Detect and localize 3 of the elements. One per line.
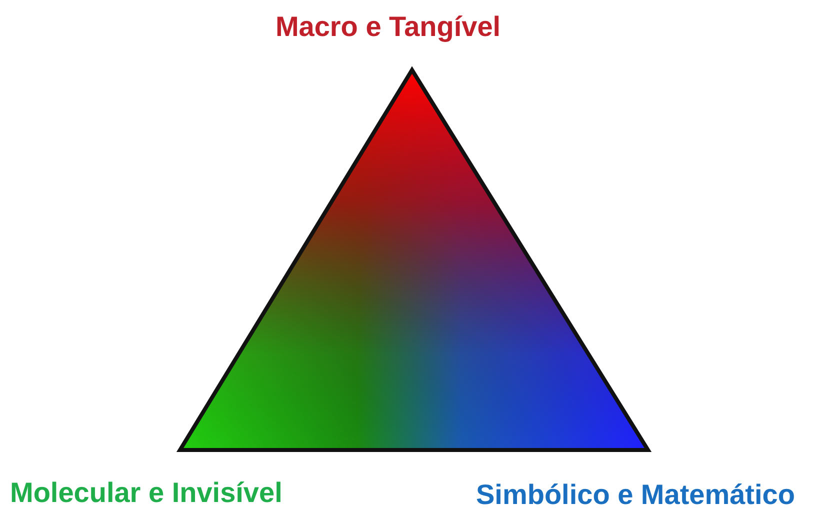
vertex-label: Simbólico e Matemático [476,480,795,511]
vertex-label: Molecular e Invisível [10,478,282,509]
vertex-label: Macro e Tangível [275,12,501,43]
